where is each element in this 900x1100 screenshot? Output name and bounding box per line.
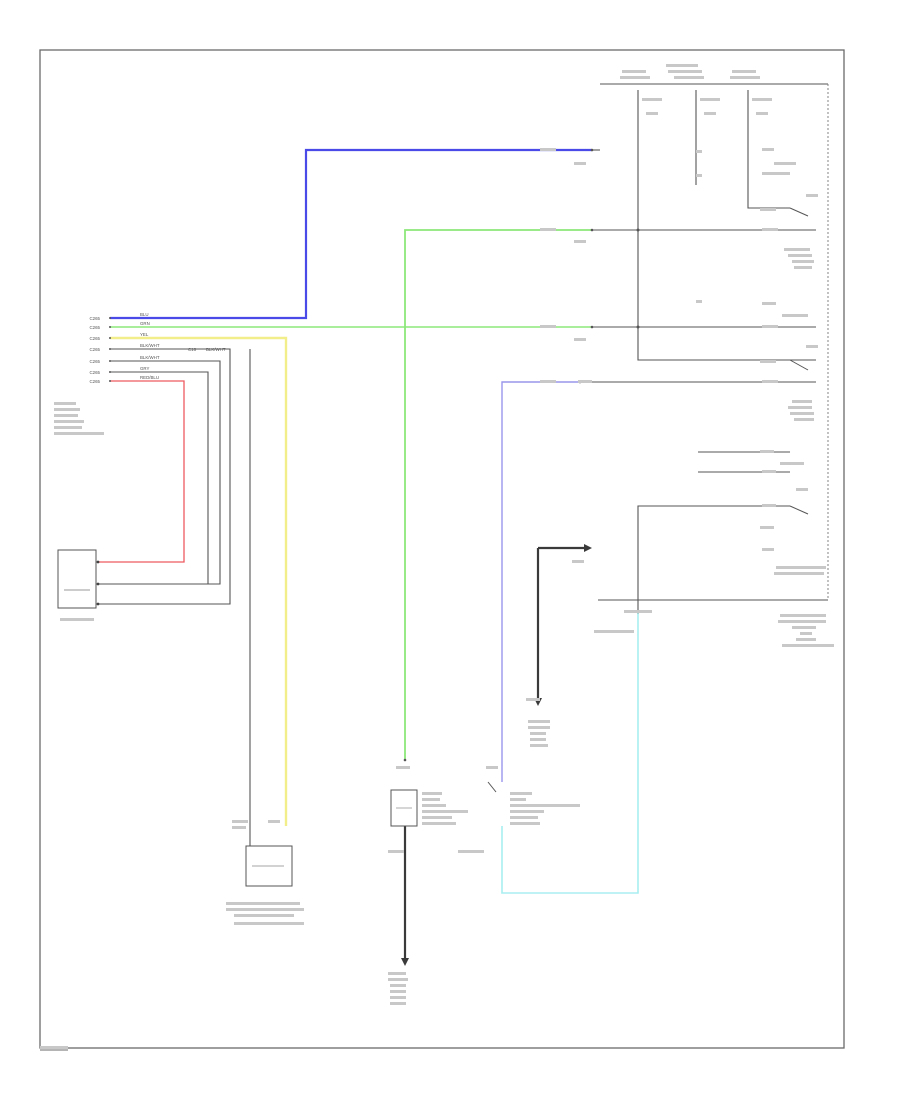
wire-color-7: RED/BLU xyxy=(140,375,159,380)
ground-arrows xyxy=(401,544,592,966)
wire-color-3: YEL xyxy=(140,332,149,337)
green-wire-upper xyxy=(404,229,592,760)
left-connector-labels: C265 C265 C265 C265 C265 C265 C265 BLU G… xyxy=(90,312,226,384)
diagram-frame xyxy=(39,49,845,1049)
left-sensor xyxy=(57,549,100,609)
wire-color-6: GRY xyxy=(140,366,150,371)
yellow-wire xyxy=(110,336,288,826)
wire-color-5: BLK/WHT xyxy=(140,355,160,360)
pin-label-3: C265 xyxy=(90,336,101,341)
cyan-wire xyxy=(501,612,639,894)
pin-label-2: C265 xyxy=(90,325,101,330)
right-switches xyxy=(487,207,809,793)
bottom-left-component xyxy=(245,845,293,887)
pin-label-5: C265 xyxy=(90,359,101,364)
wire-color-2: GRN xyxy=(140,321,150,326)
pin-label-6: C265 xyxy=(90,370,101,375)
pin-label-1: C265 xyxy=(90,316,101,321)
colored-wires xyxy=(98,148,639,894)
pin-label-7: C265 xyxy=(90,379,101,384)
extra-wire-label: BLK/WHT xyxy=(206,347,226,352)
junction-dots xyxy=(109,148,640,762)
red-wire xyxy=(98,380,185,563)
extra-pin-label: C16 xyxy=(188,347,197,352)
center-switch-box xyxy=(390,789,418,827)
wire-color-1: BLU xyxy=(140,312,149,317)
blue-wire xyxy=(110,148,592,320)
gray-wires xyxy=(98,83,828,846)
pin-label-4: C265 xyxy=(90,347,101,352)
ground-wires xyxy=(403,546,588,962)
switch-ref: SW xyxy=(806,516,814,522)
wire-color-4: BLK/WHT xyxy=(140,343,160,348)
illegible-label-marks xyxy=(40,64,834,1049)
